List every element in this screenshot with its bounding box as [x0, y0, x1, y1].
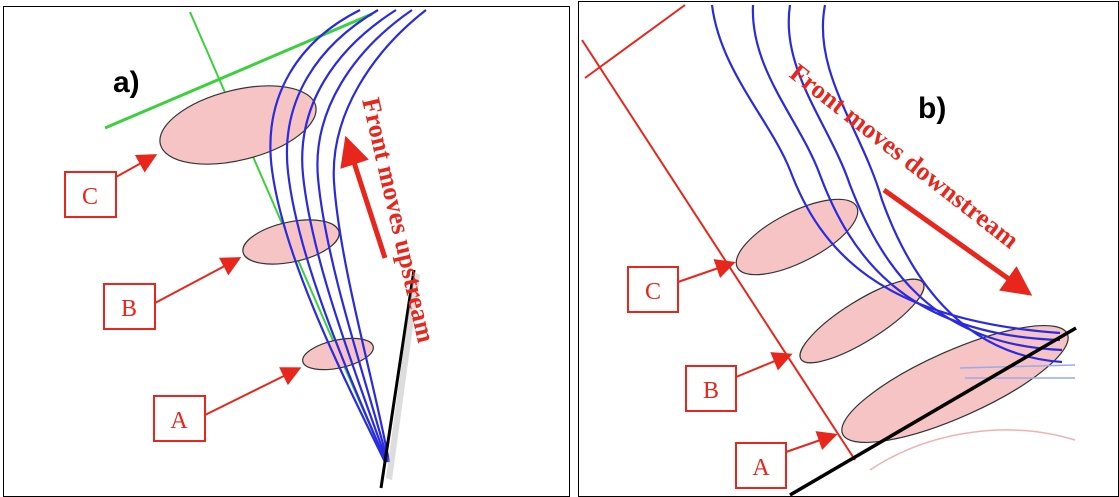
red-line-top — [584, 4, 686, 79]
arrow-a-a — [204, 367, 302, 416]
contour-b-4 — [821, 4, 1063, 364]
panel-a-label: a) — [113, 66, 140, 99]
faint-contour-1 — [959, 364, 1076, 369]
faint-red-curve — [869, 429, 1076, 471]
box-a-a — [153, 395, 206, 442]
box-a-b — [735, 442, 787, 489]
contours-a — [269, 9, 427, 463]
box-c-a-label: C — [82, 184, 98, 210]
contour-a-3 — [301, 9, 397, 463]
contours-b — [710, 4, 1063, 364]
arrow-b-b — [735, 352, 793, 378]
box-c-b — [627, 266, 679, 313]
contour-b-1 — [710, 4, 1061, 335]
box-c-a — [64, 171, 117, 218]
front-shadow-a — [386, 272, 420, 480]
green-line-upper — [104, 12, 373, 130]
box-b-a-label: B — [121, 296, 137, 322]
ellipse-c — [159, 85, 317, 165]
ellipse-c-b — [735, 198, 859, 276]
arrow-c-a — [115, 154, 158, 178]
box-b-b — [685, 365, 737, 412]
front-arrow-a — [340, 135, 388, 259]
front-line-a — [379, 269, 416, 489]
annotation-a: Front moves upstream — [356, 95, 441, 346]
box-a-a-label: A — [170, 408, 188, 434]
box-b-a — [103, 283, 156, 330]
contour-a-4 — [316, 9, 413, 463]
contour-a-5 — [332, 9, 427, 463]
arrow-a-b — [785, 431, 838, 453]
red-line-main — [581, 39, 856, 461]
front-line-b — [789, 326, 1077, 496]
contour-a-1 — [269, 9, 386, 463]
arrow-c-b — [677, 259, 736, 283]
contour-a-2 — [285, 9, 388, 463]
ellipse-b-b — [799, 278, 925, 364]
panel-a: a) Front moves upstream C B A — [64, 9, 441, 489]
box-c-b-label: C — [645, 279, 661, 305]
box-a-b-label: A — [752, 455, 770, 481]
box-b-b-label: B — [703, 378, 719, 404]
arrow-b-a — [154, 257, 242, 304]
panel-b: b) Front moves downstream C B A — [581, 4, 1077, 496]
panel-b-label: b) — [918, 92, 946, 125]
front-arrow-b — [882, 187, 1033, 296]
